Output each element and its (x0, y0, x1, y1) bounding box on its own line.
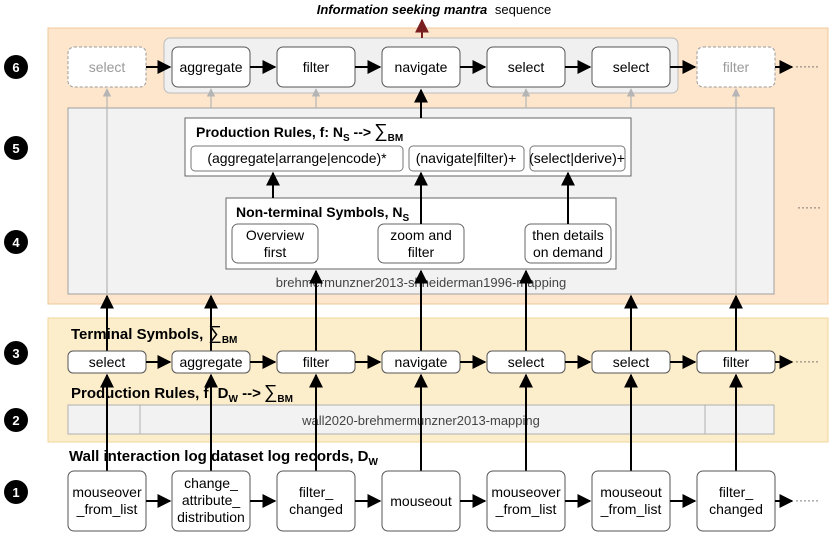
rec-1-line2: _from_list (76, 501, 138, 517)
level-badge-3 (4, 341, 28, 365)
l6-ellipsis: ······ (795, 59, 819, 73)
level-badge-2 (4, 408, 28, 432)
rec-5-line2: _from_list (495, 501, 557, 517)
svg-text:Information seeking mantra: Information seeking mantra sequence (317, 2, 552, 17)
l6-label-5: select (613, 59, 650, 75)
terminal-sum-sub: BM (222, 335, 238, 346)
term-ellipsis: ······ (795, 354, 819, 368)
pr-top-title-arrow: --> (350, 124, 371, 140)
terminal-sum: ∑ (208, 323, 222, 344)
l6-lead-box (67, 46, 147, 88)
rec-ellipsis: ······ (795, 493, 819, 507)
pr-top-sum-sub: BM (388, 133, 404, 144)
term-label-1: select (89, 354, 126, 370)
nt-item-2-line2: filter (408, 244, 435, 260)
wall-log-title: Wall interaction log dataset log records… (69, 448, 369, 465)
level-number-3: 3 (12, 346, 19, 361)
level-badge-1 (4, 480, 28, 504)
pr-bottom-sum: ∑ (264, 382, 278, 403)
rec-2-line1: change_ (184, 475, 238, 491)
rec-3-line2: changed (289, 501, 343, 517)
level-badge-4 (4, 230, 28, 254)
svg-text:Production Rules, f: DW -->∑BM: Production Rules, f: DW -->∑BM (71, 382, 293, 405)
rec-3-line1: filter_ (299, 484, 333, 500)
l6-trail-label: filter (723, 59, 750, 75)
nt-item-3-line1: then details (532, 227, 604, 243)
rec-1-line1: mouseover (72, 484, 142, 500)
svg-text:Production Rules, f: NS -->∑BM: Production Rules, f: NS -->∑BM (196, 121, 403, 144)
rule-label-2: (navigate|filter)+ (416, 150, 517, 166)
level-badge-6 (4, 55, 28, 79)
term-label-7: filter (723, 354, 750, 370)
rule-label-1: (aggregate|arrange|encode)* (207, 150, 387, 166)
svg-text:Non-terminal Symbols, NS: Non-terminal Symbols, NS (236, 204, 409, 224)
rule-box-2 (408, 145, 525, 172)
pr-bottom-title: Production Rules, f: D (71, 385, 229, 402)
rec-7-line2: changed (709, 501, 763, 517)
l6-label-3: navigate (395, 59, 448, 75)
l6-label-4: select (508, 59, 545, 75)
rule-box-1 (190, 145, 404, 172)
top-caption-normal: sequence (495, 2, 551, 17)
pr-bottom-title-arrow: --> (238, 385, 261, 402)
rule-label-3: (select|derive)+ (529, 150, 625, 166)
l6-label-2: filter (303, 59, 330, 75)
wall-log-title-sub: W (369, 457, 379, 468)
terminal-title: Terminal Symbols, (71, 326, 203, 343)
l6-label-1: aggregate (179, 59, 242, 75)
nt-ellipsis: ······ (797, 200, 821, 214)
nonterminal-title-sub: S (402, 213, 409, 224)
l6-trail-box (696, 46, 776, 88)
level-number-4: 4 (12, 235, 20, 250)
level-badge-5 (4, 136, 28, 160)
rec-6-line1: mouseout (600, 484, 662, 500)
pr-bottom-sum-sub: BM (277, 394, 293, 405)
nonterminal-title: Non-terminal Symbols, N (236, 204, 402, 220)
level-number-5: 5 (12, 141, 19, 156)
term-label-4: navigate (395, 354, 448, 370)
level-number-2: 2 (12, 413, 19, 428)
svg-text:Terminal Symbols,∑BM: Terminal Symbols, ∑BM (71, 323, 237, 346)
rec-2-line2: attribute_ (182, 492, 241, 508)
term-label-2: aggregate (179, 354, 242, 370)
level-number-1: 1 (12, 485, 19, 500)
term-label-6: select (613, 354, 650, 370)
nt-item-2-line1: zoom and (390, 227, 451, 243)
rec-2-line3: distribution (177, 509, 245, 525)
pr-bottom-title-sub: W (229, 394, 239, 405)
term-label-5: select (508, 354, 545, 370)
l6-lead-label: select (89, 59, 126, 75)
rec-5-line1: mouseover (491, 484, 561, 500)
svg-text:Wall interaction log dataset l: Wall interaction log dataset log records… (69, 448, 379, 468)
pr-top-title-sub: S (343, 133, 350, 144)
rec-7-line1: filter_ (719, 484, 753, 500)
nt-item-3-line2: on demand (533, 244, 603, 260)
level-number-6: 6 (12, 60, 19, 75)
nt-item-box-1 (231, 223, 319, 264)
rec-4-line1: mouseout (390, 493, 452, 509)
nt-item-1-line2: first (264, 244, 287, 260)
top-caption-bold: Information seeking mantra (317, 2, 487, 17)
pr-top-title: Production Rules, f: N (196, 124, 343, 140)
rec-6-line2: _from_list (600, 501, 662, 517)
rule-box-3 (529, 145, 626, 172)
term-label-3: filter (303, 354, 330, 370)
pr-top-sum: ∑ (374, 121, 388, 142)
nt-item-1-line1: Overview (246, 227, 305, 243)
